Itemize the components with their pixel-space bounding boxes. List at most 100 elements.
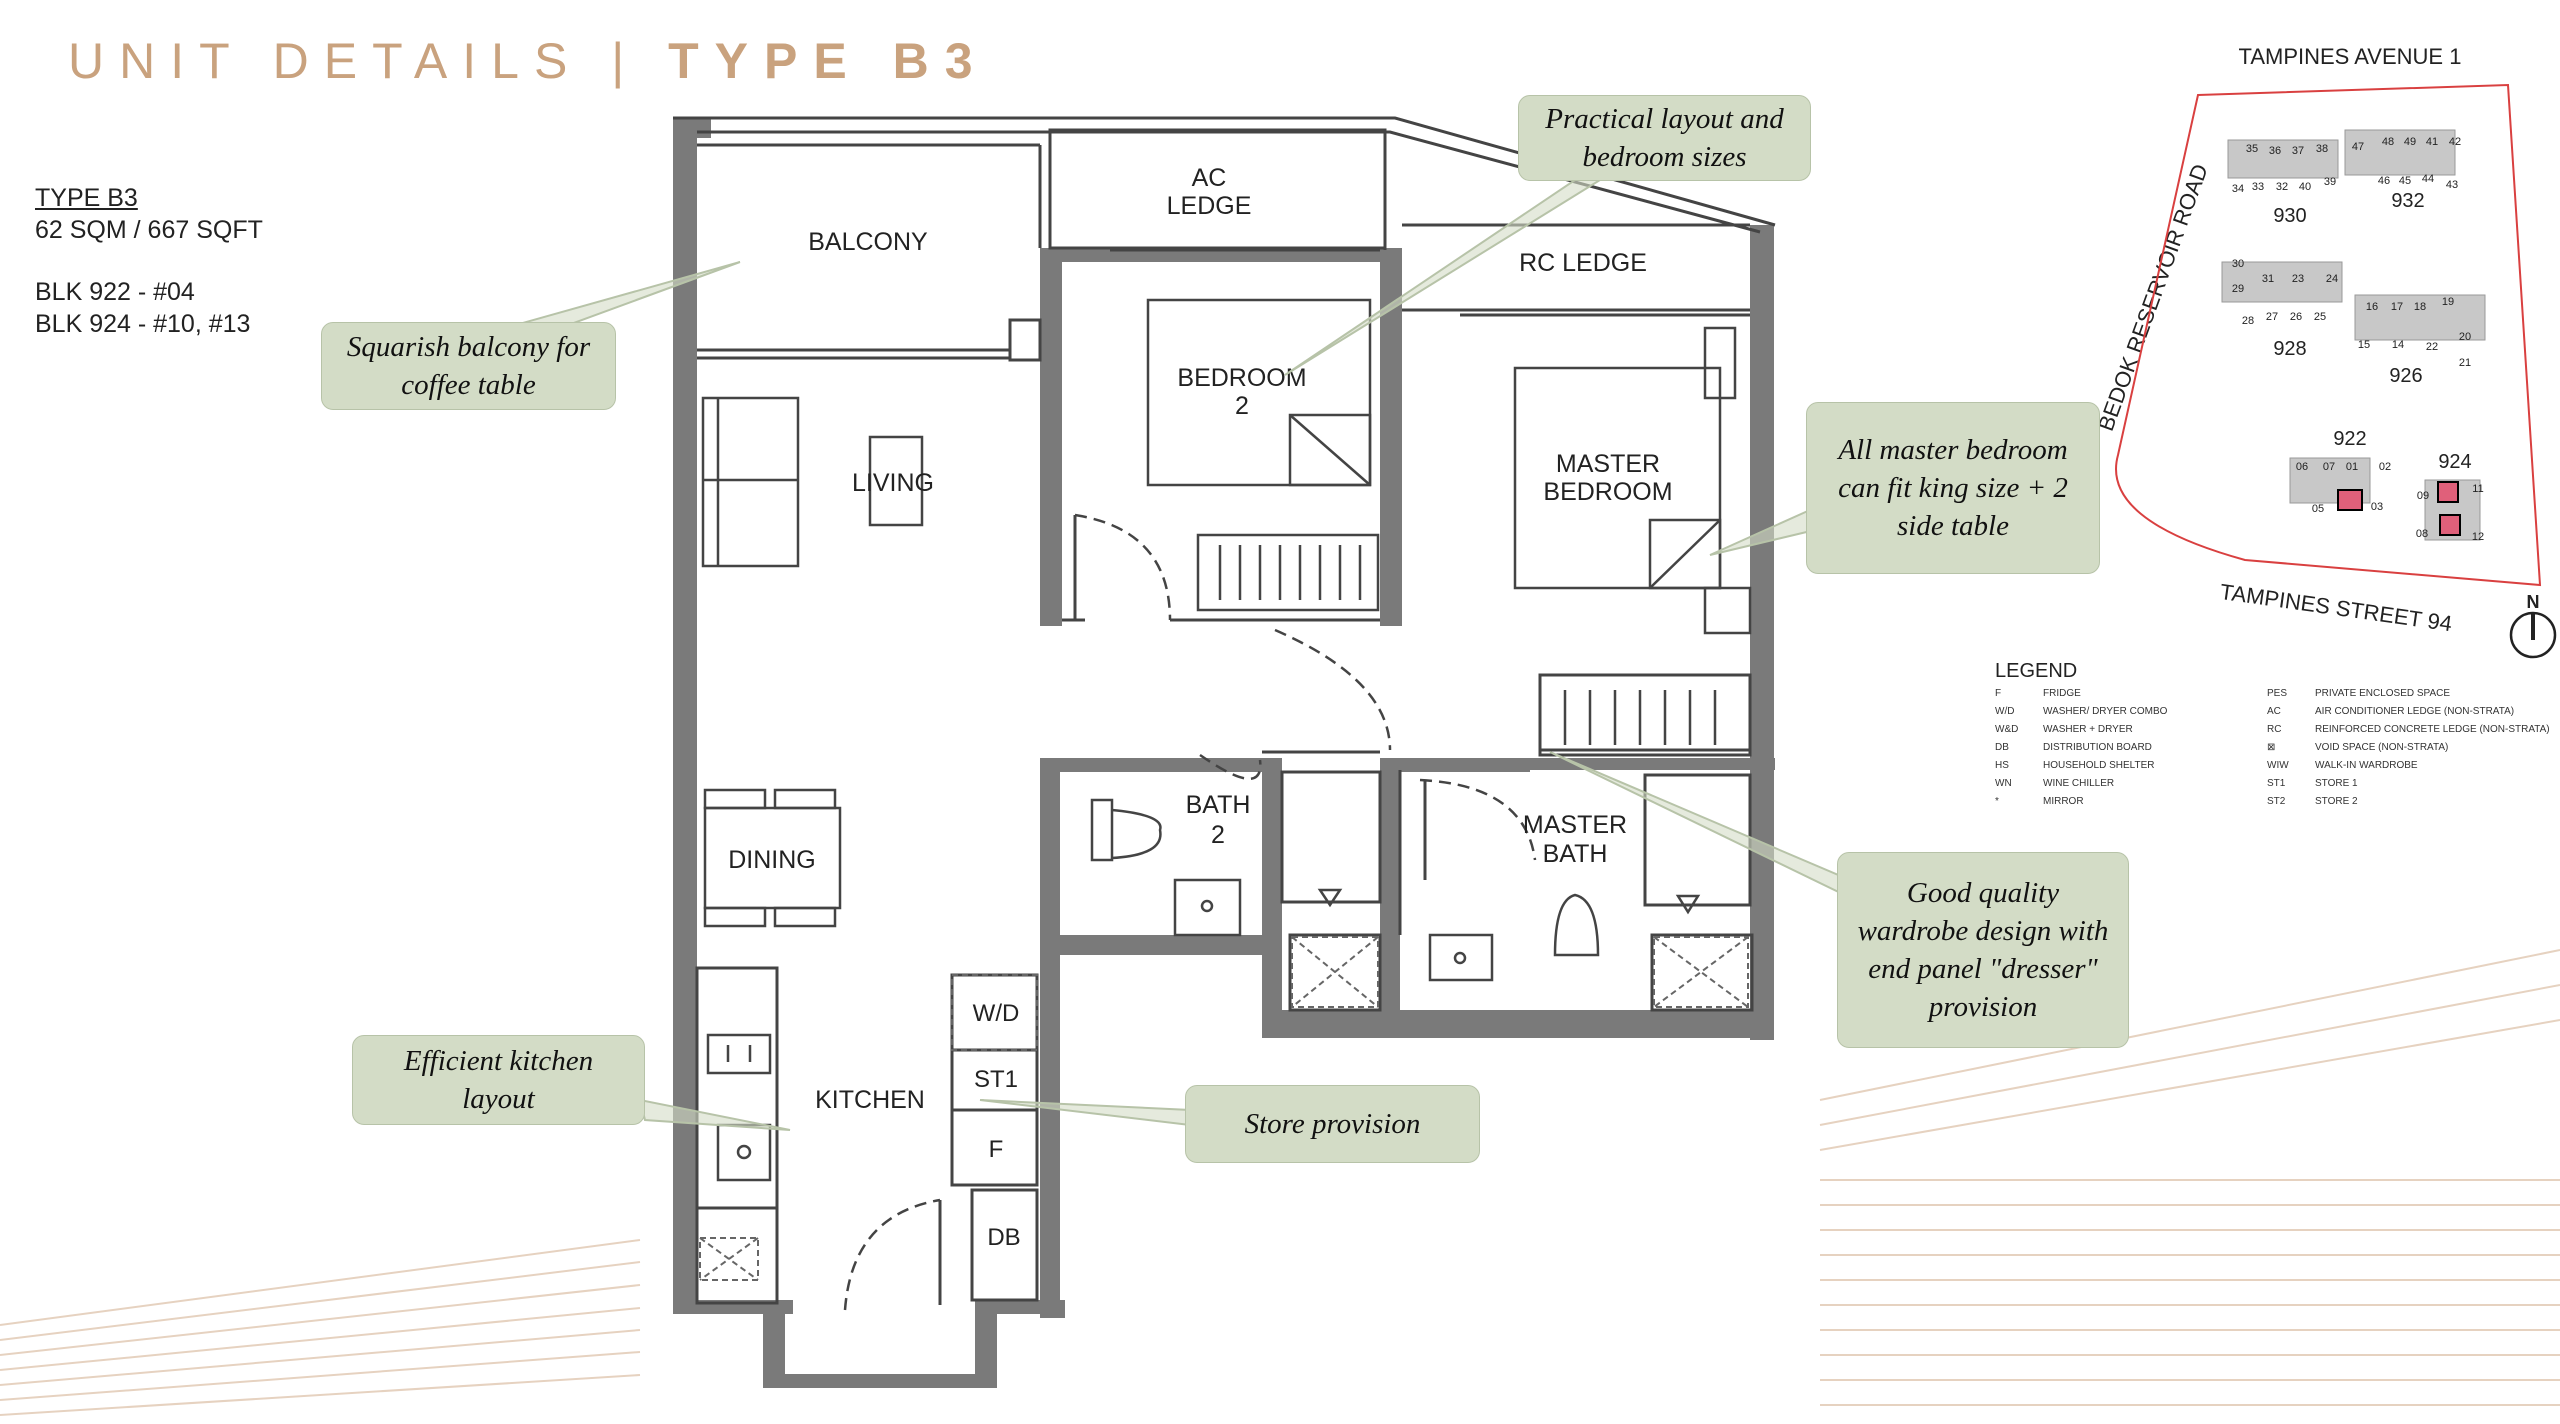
walls [673, 118, 1775, 1388]
site-unit: 08 [2416, 528, 2428, 540]
label-living: LIVING [852, 469, 934, 497]
site-unit: 48 [2382, 136, 2394, 148]
wall-lines [673, 116, 1776, 1305]
label-dining: DINING [728, 846, 816, 874]
site-block-928: 928 [2273, 338, 2306, 360]
site-unit: 18 [2414, 301, 2426, 313]
label-kitchen: KITCHEN [815, 1086, 925, 1114]
label-st1: ST1 [974, 1066, 1018, 1093]
site-unit: 34 [2232, 183, 2244, 195]
site-unit: 28 [2242, 315, 2254, 327]
site-unit: 44 [2422, 173, 2434, 185]
site-unit: 17 [2391, 301, 2403, 313]
site-unit: 33 [2252, 181, 2264, 193]
site-unit: 01 [2346, 461, 2358, 473]
label-ac-ledge-2: LEDGE [1167, 192, 1252, 220]
doors [843, 513, 1537, 1311]
label-ac-ledge-1: AC [1192, 164, 1227, 192]
site-road-top: TAMPINES AVENUE 1 [2239, 44, 2462, 69]
site-unit: 39 [2324, 176, 2336, 188]
void-box-icon: ⊠ [2267, 742, 2276, 753]
site-unit: 20 [2459, 331, 2471, 343]
callout-kitchen: Efficient kitchen layout [352, 1035, 645, 1125]
label-bedroom2-2: 2 [1235, 392, 1249, 420]
callout-store: Store provision [1185, 1085, 1480, 1163]
label-master-bedroom-2: BEDROOM [1543, 478, 1672, 506]
site-block-926: 926 [2389, 365, 2422, 387]
site-unit: 49 [2404, 136, 2416, 148]
label-bath2-2: 2 [1211, 821, 1225, 849]
site-unit: 05 [2312, 503, 2324, 515]
site-unit: 47 [2352, 141, 2364, 153]
site-unit: 40 [2299, 181, 2311, 193]
label-master-bath-2: BATH [1543, 840, 1608, 868]
site-unit: 07 [2323, 461, 2335, 473]
site-unit: 30 [2232, 258, 2244, 270]
page-title: UNIT DETAILS | TYPE B3 [68, 32, 989, 90]
site-unit: 19 [2442, 296, 2454, 308]
site-unit: 22 [2426, 341, 2438, 353]
title-text: UNIT DETAILS [68, 33, 583, 89]
site-unit: 11 [2472, 483, 2483, 495]
site-boundary [2115, 83, 2542, 587]
label-wd: W/D [973, 1000, 1020, 1027]
label-balcony: BALCONY [808, 228, 928, 256]
site-unit: 23 [2292, 273, 2304, 285]
site-unit: 16 [2366, 301, 2378, 313]
site-unit: 27 [2266, 311, 2278, 323]
site-block-932: 932 [2391, 190, 2424, 212]
site-block-922: 922 [2333, 428, 2366, 450]
site-block-924: 924 [2438, 451, 2471, 473]
unit-size: 62 SQM / 667 SQFT [35, 216, 263, 244]
site-unit: 36 [2269, 145, 2281, 157]
site-unit: 32 [2276, 181, 2288, 193]
label-master-bath-1: MASTER [1523, 811, 1627, 839]
callout-wardrobe: Good quality wardrobe design with end pa… [1837, 852, 2129, 1048]
site-unit: 43 [2446, 179, 2458, 191]
callout-master: All master bedroom can fit king size + 2… [1806, 402, 2100, 574]
label-master-bedroom-1: MASTER [1556, 450, 1660, 478]
title-separator: | [611, 33, 640, 89]
decor-lines-right [1819, 949, 2560, 1406]
site-unit: 45 [2399, 175, 2411, 187]
decor-lines-left [0, 1239, 641, 1416]
site-unit: 35 [2246, 143, 2258, 155]
site-unit: 41 [2426, 136, 2438, 148]
unit-block-2: BLK 924 - #10, #13 [35, 310, 251, 338]
label-f: F [989, 1136, 1004, 1163]
site-unit: 03 [2371, 501, 2383, 513]
label-bedroom2-1: BEDROOM [1177, 364, 1306, 392]
site-unit: 14 [2392, 339, 2404, 351]
label-rc-ledge: RC LEDGE [1519, 249, 1647, 277]
site-road-bottom: TAMPINES STREET 94 [2218, 579, 2453, 636]
site-unit: 21 [2459, 357, 2471, 369]
door-leaves [938, 515, 1427, 1305]
label-db: DB [987, 1224, 1020, 1251]
site-unit: 25 [2314, 311, 2326, 323]
site-unit: 29 [2232, 283, 2244, 295]
site-plan: TAMPINES AVENUE 1 BEDOK RESERVOIR ROAD T… [2093, 44, 2557, 659]
site-unit: 46 [2378, 175, 2390, 187]
site-unit: 02 [2379, 461, 2391, 473]
label-bath2-1: BATH [1186, 791, 1251, 819]
legend-row: ⊠VOID SPACE (NON-STRATA) [2267, 742, 2449, 753]
void-spaces [699, 936, 1749, 1281]
unit-type: TYPE B3 [35, 184, 138, 212]
site-unit: 42 [2449, 136, 2461, 148]
furniture [701, 298, 1752, 1182]
unit-info: TYPE B3 62 SQM / 667 SQFT BLK 922 - #04 … [35, 182, 263, 340]
north-arrow-icon: N [2509, 592, 2557, 659]
unit-block-1: BLK 922 - #04 [35, 278, 195, 306]
site-unit: 06 [2296, 461, 2308, 473]
